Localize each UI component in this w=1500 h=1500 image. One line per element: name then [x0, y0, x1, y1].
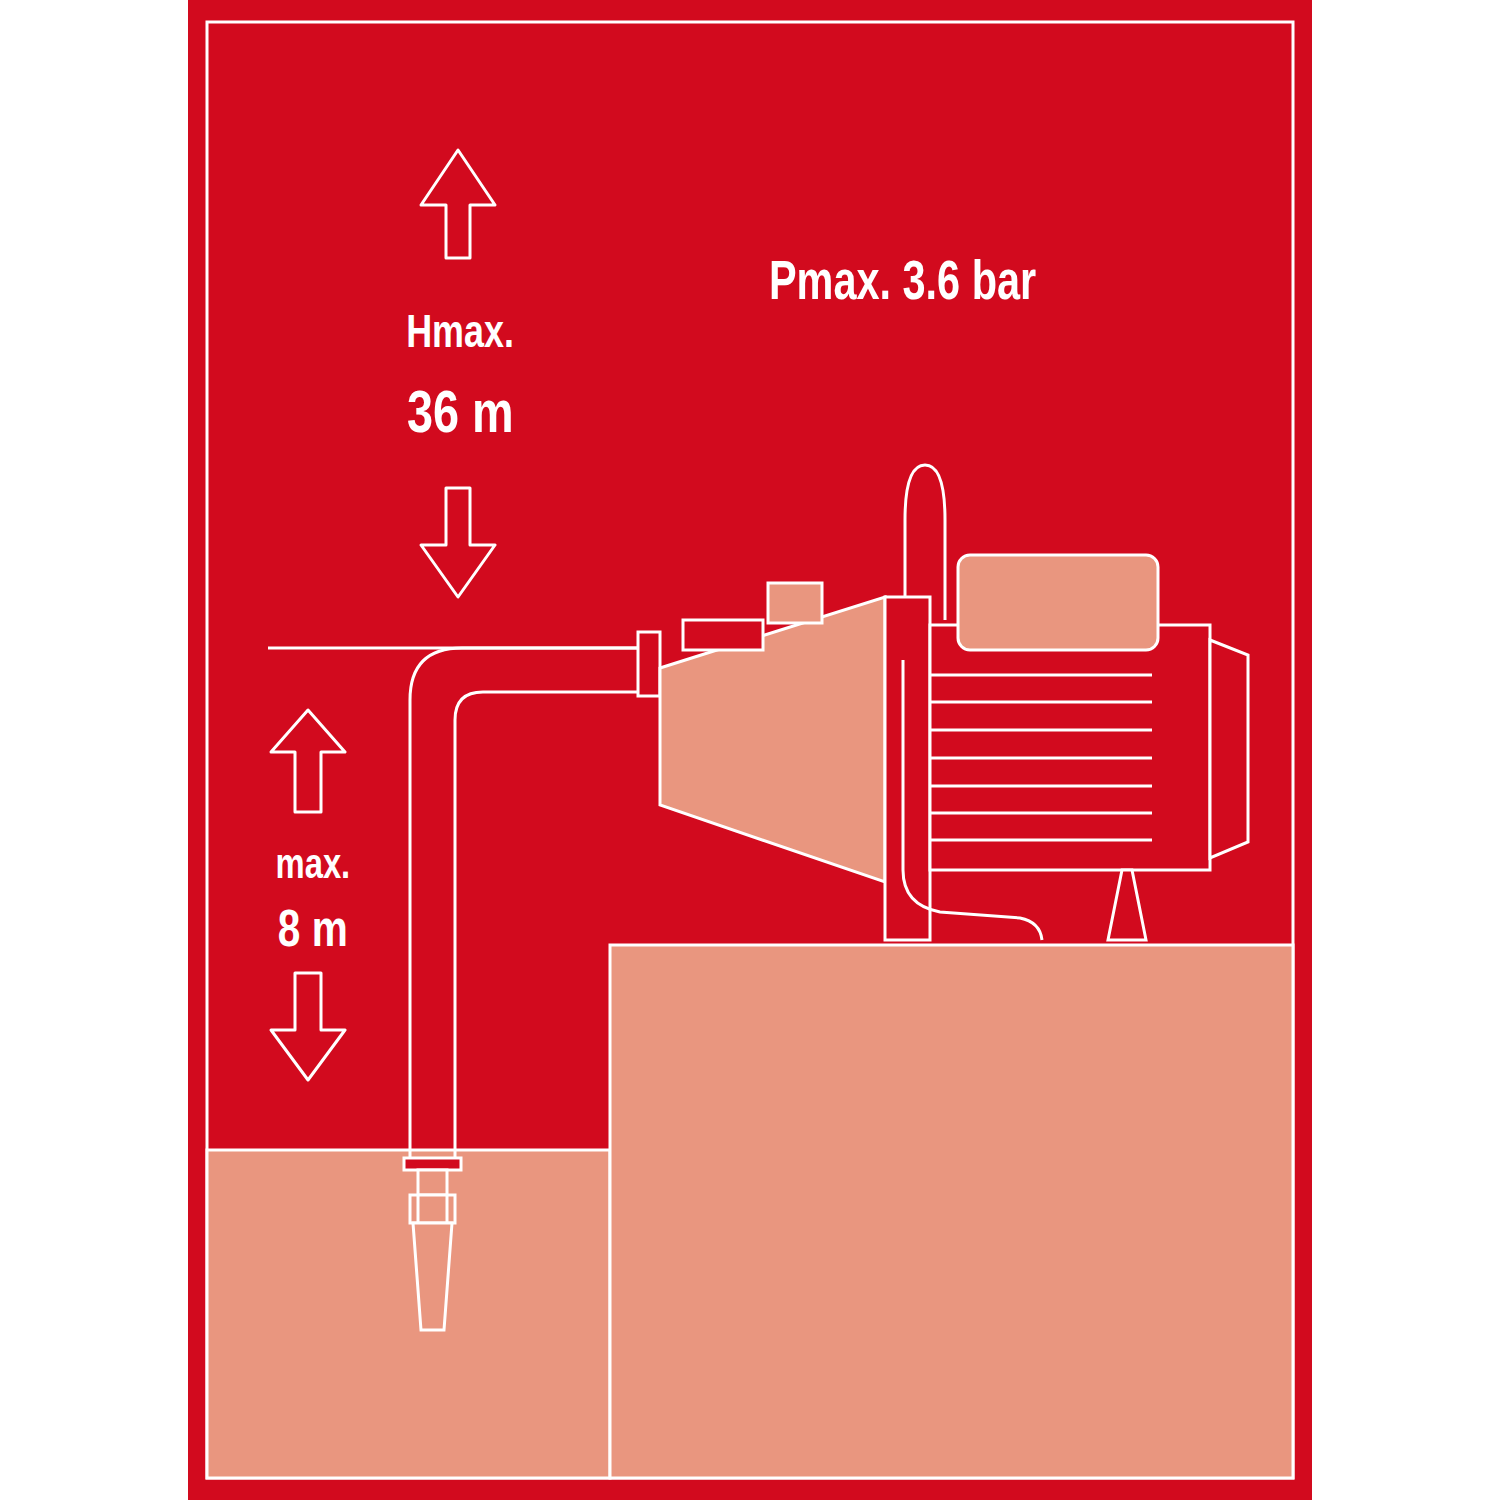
suction-pipe	[410, 648, 640, 1160]
priming-plug	[768, 583, 822, 623]
dimension-label: 8 m	[278, 902, 348, 954]
red-panel	[188, 0, 1312, 1500]
suction-strainer	[413, 1223, 452, 1330]
water-reservoir	[207, 1150, 610, 1478]
dimension-label: Pmax. 3.6 bar	[769, 252, 1036, 308]
cooling-fins	[930, 675, 1152, 840]
motor-foot	[1108, 870, 1146, 940]
suction-pipe	[455, 692, 640, 1160]
pump-housing	[660, 597, 885, 882]
suction-arrow	[271, 973, 345, 1080]
dimension-label: Hmax.	[406, 308, 514, 354]
platform	[610, 945, 1293, 1478]
foot-valve	[410, 1195, 455, 1223]
hose-fitting	[418, 1170, 447, 1195]
hose-fitting	[404, 1158, 461, 1170]
dimension-label: 36 m	[407, 382, 514, 442]
outlet-port	[683, 620, 763, 650]
motor-end-cap	[1210, 640, 1248, 858]
inner-border	[207, 22, 1293, 1478]
height-arrow	[421, 488, 495, 597]
height-arrow	[421, 150, 495, 258]
motor-body	[930, 625, 1210, 870]
suction-arrow	[271, 710, 345, 812]
dimension-label: max.	[276, 843, 351, 885]
terminal-box	[958, 555, 1158, 650]
inlet-flange	[638, 632, 660, 696]
